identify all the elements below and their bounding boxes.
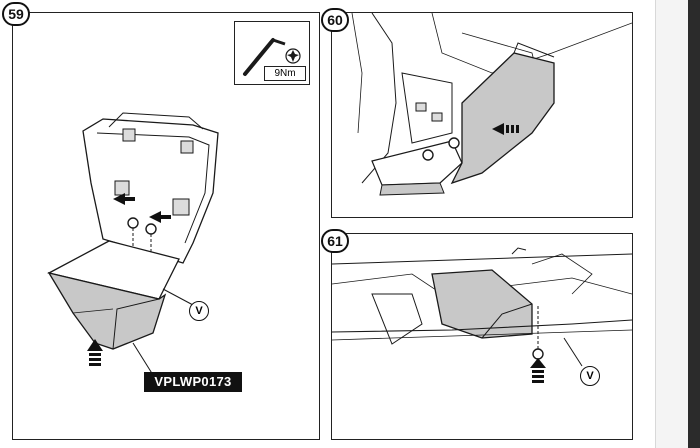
torque-value: 9Nm xyxy=(264,66,306,81)
step-60-illustration xyxy=(351,13,632,196)
step-60-badge: 60 xyxy=(321,8,349,32)
torx-wrench-icon xyxy=(243,38,301,76)
step-59-badge: 59 xyxy=(2,2,30,26)
part-v-callout: V xyxy=(189,301,209,321)
step-60-panel xyxy=(331,12,633,218)
part-v-callout: V xyxy=(580,366,600,386)
part-code-label: VPLWP0173 xyxy=(144,372,242,392)
step-61-badge: 61 xyxy=(321,229,349,253)
window-edge xyxy=(688,0,700,448)
scrollbar[interactable] xyxy=(655,0,688,448)
step-59-illustration xyxy=(47,112,219,376)
step-61-panel: V xyxy=(331,233,633,440)
step-61-illustration xyxy=(332,247,632,383)
step-59-panel: 9Nm V VPLWP0173 xyxy=(12,12,320,440)
torque-spec-box: 9Nm xyxy=(234,21,310,85)
